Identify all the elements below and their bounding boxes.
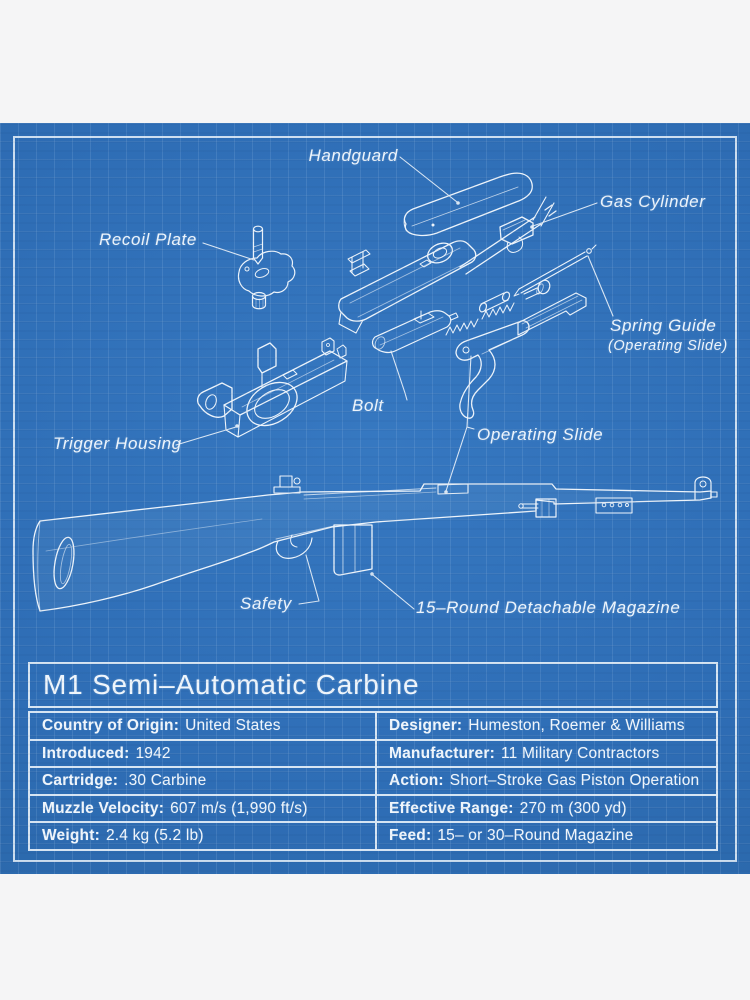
spec-key: Effective Range: <box>389 799 514 817</box>
spec-value: 11 Military Contractors <box>500 744 660 762</box>
spec-cell-cartridge: Cartridge: .30 Carbine <box>29 767 376 795</box>
label-recoil-plate: Recoil Plate <box>99 230 197 249</box>
spec-key: Designer: <box>389 717 463 734</box>
spec-cell-weight: Weight: 2.4 kg (5.2 lb) <box>29 822 376 850</box>
spec-value: Short–Stroke Gas Piston Operation <box>449 772 700 789</box>
spec-key: Cartridge: <box>42 772 119 789</box>
spec-value: 1942 <box>135 744 171 762</box>
spec-cell-feed: Feed: 15– or 30–Round Magazine <box>376 822 717 850</box>
spec-value: 2.4 kg (5.2 lb) <box>105 827 204 844</box>
spec-title: M1 Semi–Automatic Carbine <box>28 662 718 708</box>
spec-key: Feed: <box>389 827 432 844</box>
spec-table: Country of Origin: United States Designer… <box>28 711 718 851</box>
label-spring-guide: Spring Guide <box>610 316 717 335</box>
recoil-springs <box>445 302 515 336</box>
spec-value: 270 m (300 yd) <box>519 799 627 817</box>
spec-cell-country: Country of Origin: United States <box>29 712 376 740</box>
slide-rail-part <box>517 292 587 336</box>
label-bolt: Bolt <box>352 396 384 415</box>
spec-key: Country of Origin: <box>42 717 180 734</box>
spec-value: 607 m/s (1,990 ft/s) <box>170 799 308 817</box>
label-trigger-housing: Trigger Housing <box>53 434 182 453</box>
spec-key: Manufacturer: <box>389 744 495 762</box>
spec-key: Weight: <box>42 827 100 844</box>
blueprint-poster: Handguard Gas Cylinder Recoil Plate Spri… <box>0 123 750 874</box>
spec-key: Action: <box>389 772 444 789</box>
spec-value: United States <box>185 717 281 734</box>
page-margin-top <box>0 0 750 123</box>
gas-piston-parts <box>478 279 551 313</box>
spec-key: Muzzle Velocity: <box>42 799 165 817</box>
spec-value: 15– or 30–Round Magazine <box>437 827 634 844</box>
label-safety: Safety <box>240 594 292 613</box>
spec-cell-manufacturer: Manufacturer: 11 Military Contractors <box>376 739 717 767</box>
label-operating-slide: Operating Slide <box>477 425 604 444</box>
spec-value: Humeston, Roemer & Williams <box>468 717 685 734</box>
spec-cell-introduced: Introduced: 1942 <box>29 739 376 767</box>
spec-cell-effective-range: Effective Range: 270 m (300 yd) <box>376 794 717 822</box>
spec-block: M1 Semi–Automatic Carbine Country of Ori… <box>28 662 718 851</box>
spec-key: Introduced: <box>42 744 130 762</box>
label-handguard: Handguard <box>308 146 398 165</box>
page-margin-bottom <box>0 874 750 1000</box>
bolt-part <box>371 310 459 354</box>
spec-cell-muzzle-velocity: Muzzle Velocity: 607 m/s (1,990 ft/s) <box>29 794 376 822</box>
receiver-barrel-part <box>338 196 557 334</box>
label-spring-guide-sub: (Operating Slide) <box>608 338 728 354</box>
spec-value: .30 Carbine <box>124 772 207 789</box>
handguard-part <box>403 172 533 237</box>
exploded-diagram-art <box>32 156 718 612</box>
trigger-housing-part <box>196 337 348 438</box>
spec-cell-action: Action: Short–Stroke Gas Piston Operation <box>376 767 717 795</box>
spec-cell-designer: Designer: Humeston, Roemer & Williams <box>376 712 717 740</box>
operating-slide-part <box>455 320 530 419</box>
leader-lines <box>175 156 614 610</box>
label-magazine: 15–Round Detachable Magazine <box>416 598 681 617</box>
label-gas-cylinder: Gas Cylinder <box>600 192 706 211</box>
recoil-plate-part <box>237 225 296 310</box>
spring-guide-rod <box>513 244 597 297</box>
assembled-rifle <box>32 475 718 612</box>
